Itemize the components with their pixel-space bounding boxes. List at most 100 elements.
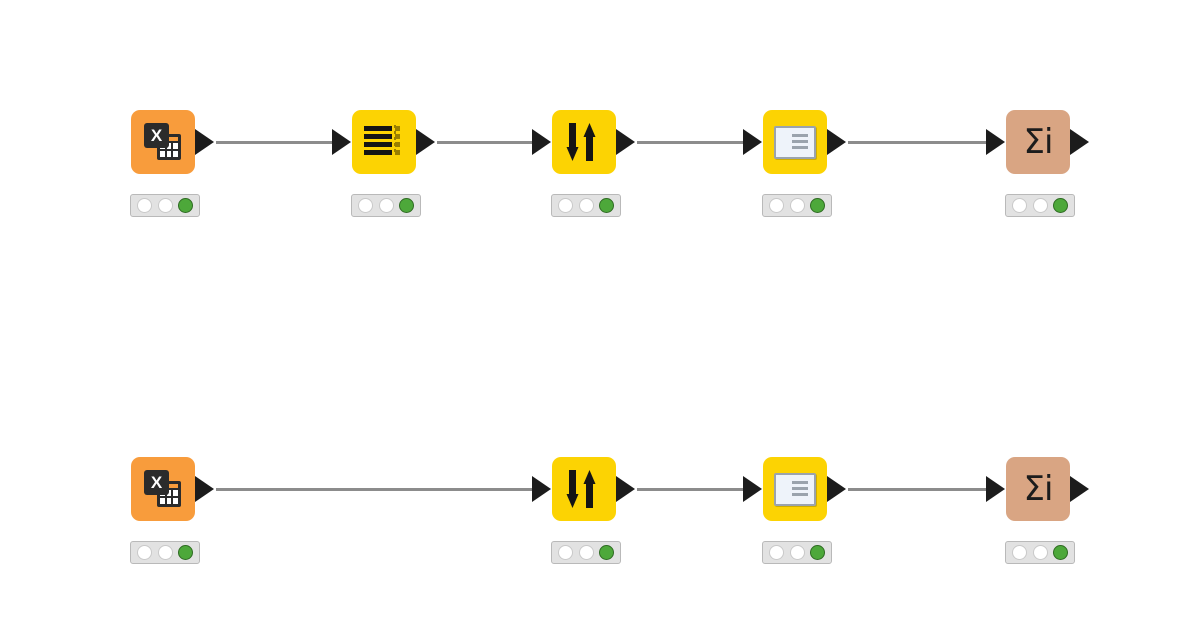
grid-cell bbox=[166, 490, 172, 496]
grid-header-bar bbox=[160, 484, 178, 488]
status-lamp-idle bbox=[357, 198, 373, 213]
status-lamp-idle bbox=[136, 198, 152, 213]
connection-line[interactable] bbox=[437, 141, 536, 144]
connection-line[interactable] bbox=[848, 488, 990, 491]
node-output-port[interactable] bbox=[827, 129, 846, 155]
node-output-port[interactable] bbox=[195, 129, 214, 155]
sorter-icon bbox=[564, 468, 604, 510]
table-view-icon bbox=[774, 472, 816, 506]
connection-line[interactable] bbox=[216, 488, 536, 491]
table-view-line bbox=[792, 492, 808, 496]
status-lamp-executed bbox=[178, 545, 194, 560]
node-status-bar bbox=[130, 541, 200, 564]
filter-row-bar bbox=[364, 134, 392, 139]
statistics-node[interactable]: Σi bbox=[1006, 110, 1070, 174]
row-filter-icon bbox=[364, 125, 404, 159]
table-view-icon bbox=[774, 125, 816, 159]
filter-dashed-line bbox=[394, 125, 396, 155]
status-lamp-executed bbox=[810, 545, 826, 560]
table-view-line bbox=[792, 139, 808, 143]
node-output-port[interactable] bbox=[416, 129, 435, 155]
node-output-port[interactable] bbox=[616, 129, 635, 155]
status-lamp-executed bbox=[1053, 545, 1069, 560]
grid-cell bbox=[166, 151, 172, 157]
status-lamp-queued bbox=[157, 545, 173, 560]
table-view-line bbox=[792, 480, 808, 484]
table-view-line bbox=[792, 133, 808, 137]
table-view-line bbox=[792, 486, 808, 490]
sorter-icon bbox=[564, 121, 604, 163]
node-output-port[interactable] bbox=[195, 476, 214, 502]
status-lamp-idle bbox=[1011, 545, 1027, 560]
table-view-node[interactable] bbox=[763, 457, 827, 521]
node-input-port[interactable] bbox=[532, 129, 551, 155]
node-output-port[interactable] bbox=[1070, 129, 1089, 155]
filter-row-tick bbox=[395, 142, 400, 147]
node-status-bar bbox=[551, 194, 621, 217]
excel-reader-icon: X bbox=[143, 122, 183, 162]
sorter-node[interactable] bbox=[552, 110, 616, 174]
node-input-port[interactable] bbox=[986, 476, 1005, 502]
status-lamp-queued bbox=[578, 198, 594, 213]
grid-header-bar bbox=[160, 137, 178, 141]
status-lamp-queued bbox=[1032, 545, 1048, 560]
node-output-port[interactable] bbox=[1070, 476, 1089, 502]
node-status-bar bbox=[1005, 194, 1075, 217]
filter-row-bar bbox=[364, 142, 392, 147]
status-lamp-executed bbox=[810, 198, 826, 213]
filter-row-tick bbox=[395, 126, 400, 131]
table-view-node[interactable] bbox=[763, 110, 827, 174]
excel-x-glyph: X bbox=[144, 470, 169, 495]
node-output-port[interactable] bbox=[827, 476, 846, 502]
connection-line[interactable] bbox=[216, 141, 336, 144]
status-lamp-idle bbox=[557, 198, 573, 213]
status-lamp-idle bbox=[768, 198, 784, 213]
grid-cell bbox=[160, 498, 165, 504]
grid-cell bbox=[173, 151, 178, 157]
node-input-port[interactable] bbox=[743, 129, 762, 155]
node-input-port[interactable] bbox=[332, 129, 351, 155]
status-lamp-executed bbox=[399, 198, 415, 213]
status-lamp-queued bbox=[578, 545, 594, 560]
node-status-bar bbox=[1005, 541, 1075, 564]
connection-line[interactable] bbox=[848, 141, 990, 144]
filter-row-tick bbox=[395, 150, 400, 155]
sigma-icon: Σi bbox=[1023, 122, 1054, 162]
excel-reader-node[interactable]: X bbox=[131, 110, 195, 174]
grid-cell bbox=[173, 490, 178, 496]
filter-row-tick bbox=[395, 134, 400, 139]
status-lamp-executed bbox=[178, 198, 194, 213]
node-status-bar bbox=[762, 194, 832, 217]
grid-cell bbox=[173, 498, 178, 504]
row-filter-node[interactable] bbox=[352, 110, 416, 174]
status-lamp-queued bbox=[378, 198, 394, 213]
statistics-node[interactable]: Σi bbox=[1006, 457, 1070, 521]
excel-reader-node[interactable]: X bbox=[131, 457, 195, 521]
status-lamp-executed bbox=[599, 198, 615, 213]
excel-x-glyph: X bbox=[144, 123, 169, 148]
status-lamp-idle bbox=[768, 545, 784, 560]
connection-line[interactable] bbox=[637, 488, 747, 491]
status-lamp-executed bbox=[599, 545, 615, 560]
node-input-port[interactable] bbox=[986, 129, 1005, 155]
status-lamp-idle bbox=[136, 545, 152, 560]
node-status-bar bbox=[130, 194, 200, 217]
node-status-bar bbox=[762, 541, 832, 564]
table-view-line bbox=[792, 145, 808, 149]
status-lamp-idle bbox=[1011, 198, 1027, 213]
status-lamp-queued bbox=[789, 545, 805, 560]
sorter-node[interactable] bbox=[552, 457, 616, 521]
node-input-port[interactable] bbox=[743, 476, 762, 502]
status-lamp-queued bbox=[1032, 198, 1048, 213]
sigma-icon: Σi bbox=[1023, 469, 1054, 509]
filter-row-bar bbox=[364, 126, 392, 131]
status-lamp-queued bbox=[789, 198, 805, 213]
status-lamp-executed bbox=[1053, 198, 1069, 213]
node-status-bar bbox=[551, 541, 621, 564]
status-lamp-queued bbox=[157, 198, 173, 213]
node-output-port[interactable] bbox=[616, 476, 635, 502]
connection-line[interactable] bbox=[637, 141, 747, 144]
grid-cell bbox=[166, 143, 172, 149]
node-input-port[interactable] bbox=[532, 476, 551, 502]
